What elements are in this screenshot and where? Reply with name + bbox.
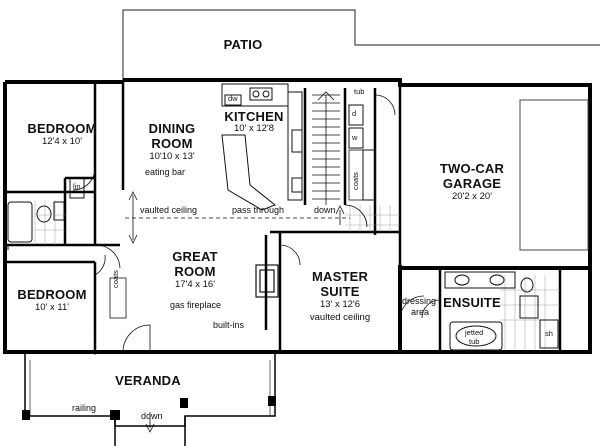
- great-room-size: 17'4 x 16': [174, 279, 216, 290]
- pass-through-note: pass through: [232, 205, 285, 215]
- dining-label-line2: ROOM: [151, 136, 193, 151]
- kitchen-label: KITCHEN: [224, 109, 284, 124]
- shower-label: sh: [545, 329, 553, 338]
- coats-entry-note: coats: [351, 172, 360, 190]
- doors: [72, 94, 441, 353]
- railing-note: railing: [72, 403, 97, 413]
- great-room-label-line2: ROOM: [174, 264, 216, 279]
- linen-label: lin: [73, 182, 81, 191]
- dressing-area-line1: dressing: [402, 296, 437, 306]
- kitchen-size: 10' x 12'8: [233, 123, 275, 134]
- dining-size: 10'10 x 13': [149, 151, 195, 162]
- master-label-line2: SUITE: [320, 284, 360, 299]
- garage-label-line2: GARAGE: [442, 176, 502, 191]
- garage-size: 20'2 x 20': [451, 191, 493, 202]
- ensuite-fixtures: [444, 271, 559, 351]
- ensuite-label: ENSUITE: [443, 295, 501, 310]
- hall-bath: [7, 177, 85, 250]
- coats-bedroom-note: coats: [111, 270, 120, 288]
- built-ins-note: built-ins: [213, 320, 245, 330]
- vaulted-ceiling-note: vaulted ceiling: [140, 205, 198, 215]
- down-hall-note: down: [314, 205, 336, 215]
- exterior-walls: [3, 78, 592, 354]
- arrows: [94, 191, 345, 433]
- stairs: [312, 91, 340, 205]
- veranda-posts: [22, 396, 276, 420]
- interior-walls: [5, 82, 562, 352]
- dryer-label: d: [352, 109, 357, 118]
- patio-label: PATIO: [223, 37, 263, 52]
- tub-label: tub: [354, 87, 365, 96]
- dining-label-line1: DINING: [148, 121, 196, 136]
- kitchen-counters: [221, 83, 303, 211]
- down-veranda-note: down: [141, 411, 163, 421]
- bedroom2-size: 10' x 11': [34, 302, 70, 313]
- bedroom2-label: BEDROOM: [17, 287, 87, 302]
- patio-outline: [122, 9, 600, 80]
- veranda-label: VERANDA: [115, 373, 181, 388]
- garage-door: [519, 99, 589, 251]
- great-room-label-line1: GREAT: [172, 249, 218, 264]
- veranda-outline: [24, 352, 276, 446]
- bedroom1-size: 12'4 x 10': [41, 136, 83, 147]
- master-note: vaulted ceiling: [309, 312, 371, 323]
- washer-label: w: [352, 133, 358, 142]
- closets: [109, 149, 364, 319]
- jetted-tub-line1: jetted: [465, 328, 484, 337]
- jetted-tub-line2: tub: [469, 337, 480, 346]
- fireplace: [255, 264, 279, 298]
- tile-pattern: [34, 200, 560, 350]
- master-size: 13' x 12'6: [319, 299, 361, 310]
- bedroom1-label: BEDROOM: [27, 121, 97, 136]
- eating-bar-note: eating bar: [145, 167, 186, 177]
- garage-label-line1: TWO-CAR: [439, 161, 505, 176]
- dishwasher-label: dw: [228, 94, 238, 103]
- master-label-line1: MASTER: [311, 269, 369, 284]
- gas-fireplace-note: gas fireplace: [170, 300, 222, 310]
- dressing-area-line2: area: [411, 307, 430, 317]
